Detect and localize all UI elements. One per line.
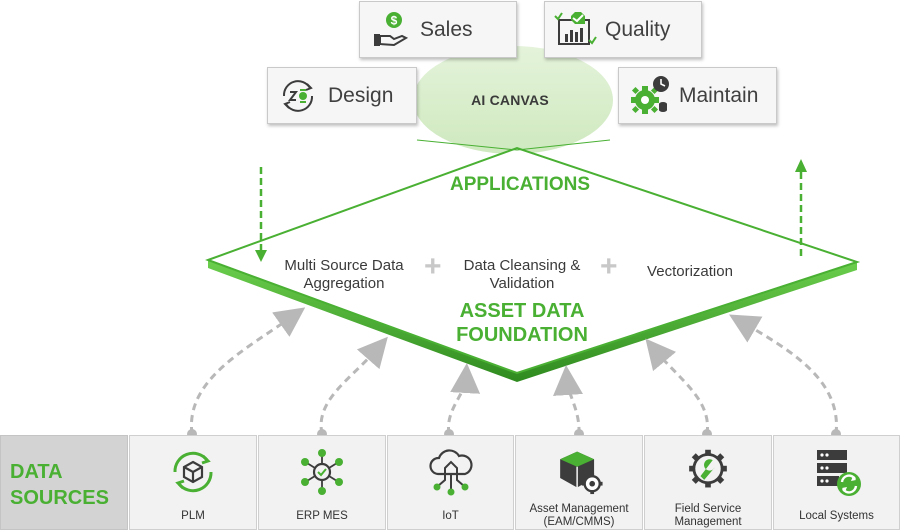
- data-sources-title-line2: SOURCES: [10, 487, 109, 509]
- source-local-systems-label-line1: Local Systems: [799, 510, 874, 522]
- app-maintain-label: Maintain: [679, 83, 759, 107]
- foundation-heading: ASSET DATA FOUNDATION: [420, 299, 624, 347]
- hand-coin-icon: $: [374, 11, 409, 46]
- plus-sign-2: +: [600, 250, 618, 283]
- source-field-service-label-line1: Field Service: [674, 503, 742, 515]
- process-step-aggregation-line1: Multi Source Data: [284, 257, 404, 274]
- connector-local: [729, 314, 838, 435]
- canvas-connector-left: [416, 139, 518, 151]
- connector-erp: [319, 336, 388, 435]
- plus-sign-1: +: [424, 250, 442, 283]
- process-step-aggregation-line2: Aggregation: [303, 275, 385, 292]
- data-sources-title: DATA SOURCES: [10, 459, 109, 511]
- cloud-circuit-icon: [428, 449, 473, 496]
- ai-canvas-label: AI CANVAS: [471, 92, 549, 108]
- app-quality[interactable]: Quality: [544, 1, 702, 58]
- network-nodes-icon: [301, 449, 343, 495]
- quality-check-icon: [554, 11, 597, 45]
- app-design[interactable]: Design: [267, 67, 417, 124]
- server-recycle-icon: [816, 450, 861, 496]
- down-arrow-head: [255, 250, 267, 262]
- source-iot-label: IoT: [442, 510, 459, 523]
- process-step-aggregation: Multi Source Data Aggregation: [270, 257, 418, 293]
- source-erp-mes[interactable]: ERP MES: [258, 435, 386, 530]
- gear-wrench-icon: [689, 449, 727, 488]
- source-field-service-label: Field Service Management: [674, 503, 741, 529]
- connector-asset: [553, 365, 583, 435]
- source-iot-label-line1: IoT: [442, 510, 459, 522]
- app-maintain[interactable]: Maintain: [618, 67, 777, 124]
- source-asset-management-label-line2: (EAM/CMMS): [543, 516, 615, 528]
- app-sales-label: Sales: [420, 17, 473, 41]
- source-local-systems-label: Local Systems: [799, 510, 874, 523]
- canvas-connector-right: [516, 139, 611, 151]
- foundation-top-face: [205, 146, 861, 375]
- data-sources-tile: DATA SOURCES: [0, 435, 128, 530]
- cube-cycle-icon: [173, 451, 213, 493]
- source-plm-label: PLM: [181, 510, 205, 523]
- source-field-service-label-line2: Management: [674, 516, 742, 528]
- source-local-systems[interactable]: Local Systems: [773, 435, 900, 530]
- app-quality-label: Quality: [605, 17, 671, 41]
- connector-plm: [189, 307, 306, 435]
- process-step-cleansing-line2: Validation: [489, 275, 555, 292]
- source-plm[interactable]: PLM: [129, 435, 257, 530]
- process-step-cleansing-line1: Data Cleansing &: [463, 257, 581, 274]
- box-gear-icon: [560, 451, 603, 495]
- source-field-service[interactable]: Field Service Management: [644, 435, 772, 530]
- source-plm-label-line1: PLM: [181, 510, 205, 522]
- process-step-cleansing: Data Cleansing & Validation: [450, 257, 594, 293]
- app-sales[interactable]: $ Sales: [359, 1, 517, 58]
- app-design-label: Design: [328, 83, 394, 107]
- foundation-heading-line2: FOUNDATION: [456, 324, 588, 346]
- connector-iot: [446, 363, 481, 435]
- foundation-heading-line1: ASSET DATA: [459, 300, 585, 322]
- svg-text:$: $: [391, 13, 398, 27]
- source-iot[interactable]: IoT: [387, 435, 514, 530]
- up-arrow-head: [795, 159, 807, 172]
- data-sources-title-line1: DATA: [10, 461, 63, 483]
- source-erp-mes-label-line1: ERP MES: [296, 510, 348, 522]
- applications-heading: APPLICATIONS: [449, 174, 591, 195]
- connector-field: [645, 338, 709, 435]
- gear-clock-icon: [631, 75, 669, 114]
- process-step-vectorization: Vectorization: [647, 263, 733, 280]
- source-asset-management[interactable]: Asset Management (EAM/CMMS): [515, 435, 643, 530]
- design-cycle-icon: [282, 79, 314, 112]
- source-asset-management-label-line1: Asset Management: [529, 503, 629, 515]
- ai-canvas-ellipse: [413, 46, 613, 154]
- source-erp-mes-label: ERP MES: [296, 510, 348, 523]
- source-asset-management-label: Asset Management (EAM/CMMS): [529, 503, 628, 529]
